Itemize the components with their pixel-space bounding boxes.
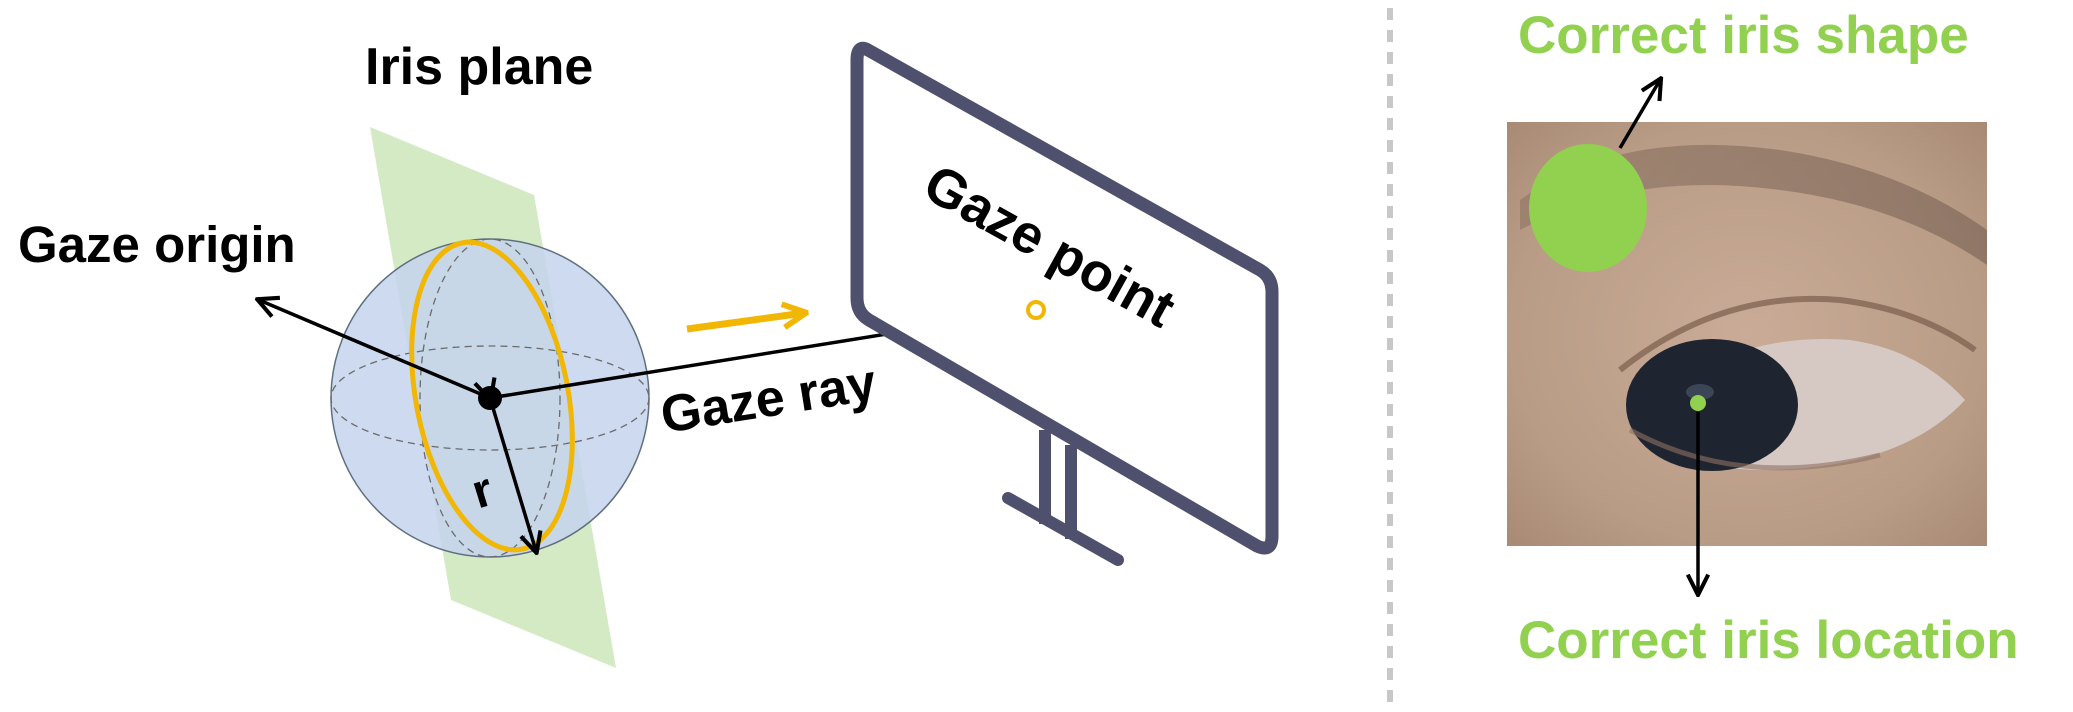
iris-plane-label: Iris plane bbox=[365, 38, 593, 96]
iris-shape-arrow bbox=[1618, 80, 1660, 149]
right-panel-eye-photo: Correct iris shape Correct iris location bbox=[1507, 6, 2019, 670]
gaze-direction-arrow bbox=[686, 313, 804, 333]
gaze-point-dot bbox=[1026, 300, 1046, 320]
eye-photo bbox=[1507, 122, 1987, 546]
left-panel-gaze-model: Iris plane Gaze origin r Gaze ray Gaze p… bbox=[18, 38, 1279, 668]
iris-location-label: Correct iris location bbox=[1518, 611, 2019, 670]
iris-location-dot bbox=[1690, 395, 1706, 411]
iris-shape-overlay bbox=[1529, 144, 1647, 272]
radius-arrow bbox=[490, 398, 536, 551]
gaze-origin-label: Gaze origin bbox=[18, 216, 296, 273]
gaze-origin-arrow bbox=[259, 300, 491, 400]
monitor bbox=[850, 41, 1279, 566]
iris-shape-label: Correct iris shape bbox=[1518, 6, 1969, 65]
gaze-origin-dot bbox=[478, 386, 502, 410]
